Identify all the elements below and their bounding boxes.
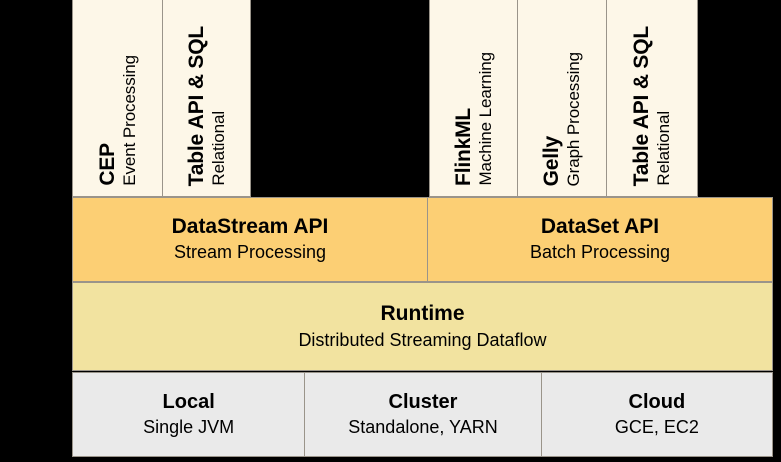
library-subtitle-table-api-sql-batch: Relational bbox=[653, 111, 673, 186]
library-cell-table-api-sql-stream: Table API & SQL Relational bbox=[162, 0, 250, 196]
deployment-cell-cluster: Cluster Standalone, YARN bbox=[305, 373, 542, 456]
api-cell-dataset: DataSet API Batch Processing bbox=[427, 198, 772, 281]
library-title-cep: CEP bbox=[95, 143, 119, 186]
library-subtitle-cep: Event Processing bbox=[119, 55, 139, 186]
library-cell-cep: CEP Event Processing bbox=[73, 0, 163, 196]
deployment-cell-cloud: Cloud GCE, EC2 bbox=[541, 373, 773, 456]
deployment-title-cloud: Cloud bbox=[628, 390, 686, 413]
api-subtitle-datastream: Stream Processing bbox=[173, 242, 327, 263]
library-cell-gelly: Gelly Graph Processing bbox=[518, 0, 607, 196]
library-subtitle-table-api-sql-stream: Relational bbox=[208, 111, 228, 186]
deployment-subtitle-cloud: GCE, EC2 bbox=[614, 416, 699, 437]
library-label-cep: CEP Event Processing bbox=[73, 55, 162, 186]
library-label-table-api-sql-stream: Table API & SQL Relational bbox=[163, 26, 250, 186]
deployment-subtitle-cluster: Standalone, YARN bbox=[348, 416, 498, 437]
api-cell-datastream: DataStream API Stream Processing bbox=[73, 198, 428, 281]
library-title-gelly: Gelly bbox=[540, 135, 564, 186]
deployment-subtitle-local: Single JVM bbox=[143, 416, 235, 437]
library-title-table-api-sql-stream: Table API & SQL bbox=[184, 25, 208, 186]
api-subtitle-dataset: Batch Processing bbox=[529, 242, 671, 263]
library-label-flinkml: FlinkML Machine Learning bbox=[430, 52, 517, 186]
library-cell-table-api-sql-batch: Table API & SQL Relational bbox=[606, 0, 697, 196]
runtime-layer: Runtime Distributed Streaming Dataflow bbox=[72, 282, 773, 371]
library-group-batch: FlinkML Machine Learning Gelly Graph Pro… bbox=[429, 0, 698, 197]
api-title-dataset: DataSet API bbox=[540, 215, 660, 239]
deployment-title-cluster: Cluster bbox=[388, 390, 458, 413]
runtime-subtitle: Distributed Streaming Dataflow bbox=[298, 329, 547, 350]
deployment-title-local: Local bbox=[162, 390, 215, 413]
library-cell-flinkml: FlinkML Machine Learning bbox=[430, 0, 519, 196]
library-label-gelly: Gelly Graph Processing bbox=[518, 52, 605, 186]
api-layer: DataStream API Stream Processing DataSet… bbox=[72, 197, 773, 282]
library-label-table-api-sql-batch: Table API & SQL Relational bbox=[607, 26, 697, 186]
library-title-flinkml: FlinkML bbox=[451, 108, 475, 186]
library-title-table-api-sql-batch: Table API & SQL bbox=[629, 25, 653, 186]
library-group-stream: CEP Event Processing Table API & SQL Rel… bbox=[72, 0, 251, 197]
runtime-title: Runtime bbox=[380, 301, 465, 325]
library-subtitle-gelly: Graph Processing bbox=[564, 51, 584, 186]
api-title-datastream: DataStream API bbox=[171, 215, 329, 239]
library-subtitle-flinkml: Machine Learning bbox=[475, 52, 495, 186]
deployment-layer: Local Single JVM Cluster Standalone, YAR… bbox=[72, 372, 773, 457]
deployment-cell-local: Local Single JVM bbox=[73, 373, 306, 456]
